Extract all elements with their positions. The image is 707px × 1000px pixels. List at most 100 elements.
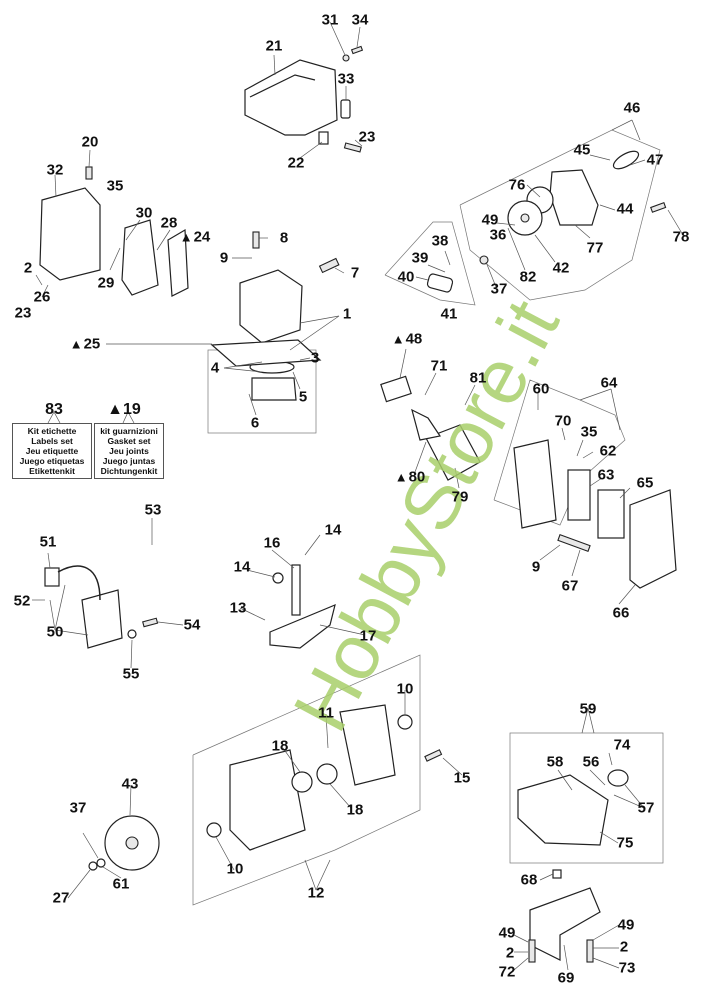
callout-55: 55 (123, 667, 140, 682)
callout-69: 69 (558, 971, 575, 986)
callout-number: 21 (265, 37, 283, 55)
callout-72: 72 (499, 965, 516, 980)
callout-49: 49 (499, 926, 516, 941)
kit-83-box: Kit etichette Labels set Jeu etiquette J… (12, 423, 92, 479)
kit-83-pointer (47, 411, 61, 424)
kit-19-line: kit guarnizioni (100, 426, 158, 436)
callout-number: 69 (557, 969, 575, 987)
callout-82: 82 (520, 270, 537, 285)
part-65-filter (597, 489, 625, 539)
callout-6: 6 (251, 416, 259, 431)
callout-23: 23 (15, 306, 32, 321)
kit-19-line: Dichtungenkit (100, 466, 158, 476)
callout-4: 4 (211, 361, 219, 376)
callout-7: 7 (351, 266, 359, 281)
callout-44: 44 (617, 202, 634, 217)
part-31-nut (342, 54, 350, 62)
callout-73: 73 (619, 961, 636, 976)
callout-24: ▲24 (180, 230, 211, 245)
part-64-filter-base (513, 439, 557, 529)
part-16-conrod (291, 564, 301, 616)
callout-number: 51 (39, 533, 57, 551)
callout-number: 32 (46, 161, 64, 179)
callout-number: 2 (23, 259, 33, 277)
callout-58: 58 (547, 755, 564, 770)
callout-number: 49 (617, 916, 635, 934)
callout-number: 11 (318, 704, 334, 722)
callout-37: 37 (491, 282, 508, 297)
part-12-crankcase-left (229, 749, 306, 851)
kit-83-line: Kit etichette (27, 426, 77, 436)
callout-13: 13 (230, 601, 247, 616)
callout-59: 59 (580, 702, 597, 717)
group-outline-59 (509, 732, 664, 864)
callout-number: 31 (321, 11, 339, 29)
callout-number: 30 (135, 204, 153, 222)
callout-number: 82 (519, 268, 537, 286)
callout-49: 49 (618, 918, 635, 933)
part-15-screw (424, 749, 443, 762)
callout-number: 10 (226, 860, 244, 878)
callout-42: 42 (553, 261, 570, 276)
kit-marker-triangle-icon: ▲ (69, 336, 83, 352)
callout-15: 15 (454, 771, 471, 786)
part-50-ignition-coil (81, 589, 123, 649)
callout-number: 15 (453, 769, 471, 787)
callout-number: 42 (552, 259, 570, 277)
callout-number: 3 (310, 349, 320, 367)
callout-number: 16 (263, 534, 281, 552)
callout-number: 22 (287, 154, 305, 172)
callout-67: 67 (562, 579, 579, 594)
part-21-air-cover (244, 59, 338, 136)
callout-number: 24 (193, 228, 211, 246)
part-43-hub (125, 836, 139, 850)
part-54-screw (142, 617, 159, 628)
callout-32: 32 (47, 163, 64, 178)
callout-8: 8 (280, 231, 288, 246)
kit-marker-triangle-icon: ▲ (179, 229, 193, 245)
part-32-muffler-cover (39, 187, 101, 281)
callout-number: 74 (613, 736, 631, 754)
callout-number: 60 (532, 380, 550, 398)
callout-34: 34 (352, 13, 369, 28)
callout-number: 59 (579, 700, 597, 718)
callout-number: 17 (359, 627, 377, 645)
callout-22: 22 (288, 156, 305, 171)
callout-64: 64 (601, 376, 618, 391)
kit-83-number: 83 (45, 401, 63, 418)
callout-9: 9 (532, 560, 540, 575)
callout-number: 18 (271, 737, 289, 755)
part-12-crankcase-right (339, 704, 396, 786)
callout-number: 2 (619, 938, 629, 956)
callout-28: 28 (161, 216, 178, 231)
callout-54: 54 (184, 618, 201, 633)
callout-number: 9 (219, 249, 229, 267)
part-66-filter-cover (629, 489, 677, 589)
callout-number: 13 (229, 599, 247, 617)
callout-10: 10 (227, 862, 244, 877)
part-79-carburetor (425, 424, 481, 481)
callout-12: 12 (308, 886, 325, 901)
callout-number: 35 (106, 177, 124, 195)
callout-number: 77 (586, 239, 604, 257)
callout-number: 62 (599, 442, 617, 460)
part-50-cable (57, 565, 101, 601)
part-8-screw (252, 231, 260, 249)
callout-number: 39 (411, 249, 429, 267)
part-78-screw (650, 202, 667, 213)
leader-lines (32, 21, 684, 971)
callout-number: 26 (33, 288, 51, 306)
part-18-bearing-2 (316, 763, 338, 785)
callout-40: 40 (398, 270, 415, 285)
part-67-screw (557, 534, 591, 552)
callout-number: 8 (279, 229, 289, 247)
callout-number: 54 (183, 616, 201, 634)
callout-number: 25 (83, 335, 101, 353)
part-63-filter-plate (567, 469, 591, 521)
callout-66: 66 (613, 606, 630, 621)
part-21-detail (249, 74, 316, 98)
part-68-plug (552, 869, 562, 879)
callout-number: 81 (469, 369, 487, 387)
part-17-crankshaft (269, 603, 336, 649)
callout-number: 53 (144, 501, 162, 519)
